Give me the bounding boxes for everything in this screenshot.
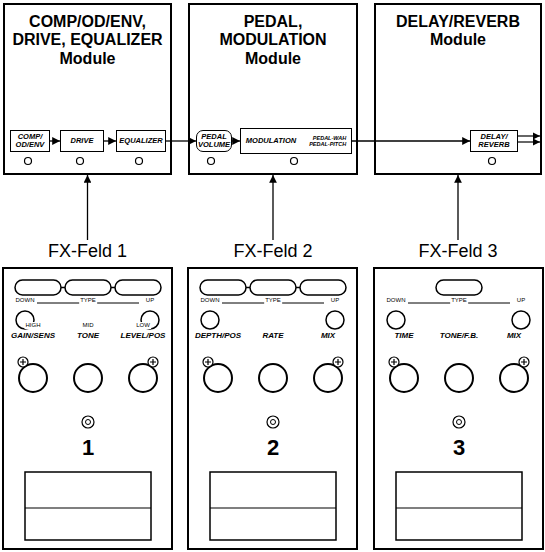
- block-label: EQUALIZER: [119, 137, 162, 145]
- fx-pedal-panel: FX-Feld 1 DOWN TYPE UP HIGH MID LOW GAIN/SENS TO…: [3, 240, 172, 550]
- signal-arrow: [104, 140, 116, 141]
- switch-label: TYPE: [79, 297, 97, 304]
- effect-block: DRIVE: [60, 130, 104, 152]
- block-sublabel: PEDAL-WAH PEDAL-PITCH: [302, 135, 346, 148]
- block-label: PEDAL VOLUME: [198, 133, 230, 150]
- panel-number: 2: [267, 436, 279, 460]
- knob-label: TONE/F.B.: [440, 332, 479, 341]
- signal-arrow: [352, 140, 470, 141]
- switch-label: UP: [330, 297, 340, 304]
- output-arrows: [516, 136, 540, 142]
- knob-label: RATE: [262, 332, 283, 341]
- module-box: COMP/OD/ENV, DRIVE, EQUALIZER ModuleCOMP…: [3, 3, 172, 175]
- knob-label: GAIN/SENS: [11, 332, 55, 341]
- pedal-3-drawing: [374, 268, 543, 549]
- effect-block: PEDAL VOLUME: [196, 130, 232, 152]
- knob-label: LEVEL/POS: [121, 332, 166, 341]
- fx-pedal-panel: FX-Feld 3 DOWN TYPE UP TIME TONE/F.B. MIX 3: [374, 240, 542, 550]
- effect-block: MODULATION PEDAL-WAH PEDAL-PITCH: [240, 128, 352, 154]
- block-label: MODULATION: [246, 137, 296, 145]
- knob-label: TONE: [77, 332, 99, 341]
- module-title: PEDAL, MODULATION Module: [197, 13, 349, 68]
- signal-arrow: [272, 175, 273, 240]
- knob-label: TIME: [394, 332, 413, 341]
- module-box: DELAY/REVERB ModuleDELAY/ REVERB: [374, 3, 542, 175]
- panel-heading: FX-Feld 2: [188, 242, 358, 262]
- switch-label: TYPE: [264, 297, 282, 304]
- panel-heading: FX-Feld 1: [3, 242, 172, 262]
- pedal-2-drawing: [188, 268, 357, 549]
- effect-block: EQUALIZER: [116, 130, 166, 152]
- switch-label: DOWN: [15, 297, 36, 304]
- switch-label: MID: [82, 322, 95, 329]
- block-label: DELAY/ REVERB: [474, 133, 514, 150]
- switch-label: HIGH: [25, 322, 42, 329]
- fx-pedal-panel: FX-Feld 2 DOWN TYPE UP DEPTH/POS RATE MIX 2: [188, 240, 358, 550]
- switch-label: TYPE: [450, 297, 468, 304]
- block-label: COMP/ OD/ENV: [14, 133, 46, 150]
- switch-label: DOWN: [386, 297, 407, 304]
- signal-arrow: [457, 175, 458, 240]
- effect-block: COMP/ OD/ENV: [10, 130, 50, 152]
- module-title: DELAY/REVERB Module: [382, 13, 534, 50]
- knob-label: MIX: [507, 332, 521, 341]
- panel-number: 1: [82, 436, 94, 460]
- switch-label: DOWN: [200, 297, 221, 304]
- effect-block: DELAY/ REVERB: [470, 130, 518, 152]
- knob-label: DEPTH/POS: [195, 332, 241, 341]
- switch-label: UP: [145, 297, 155, 304]
- pedal-1-drawing: [3, 268, 172, 549]
- signal-arrow: [232, 140, 240, 141]
- module-box: PEDAL, MODULATION ModulePEDAL VOLUME MODU…: [188, 3, 358, 175]
- switch-label: LOW: [135, 322, 151, 329]
- panel-heading: FX-Feld 3: [374, 242, 542, 262]
- panel-number: 3: [453, 436, 465, 460]
- signal-arrow: [50, 140, 60, 141]
- switch-label: UP: [516, 297, 526, 304]
- signal-arrow: [87, 175, 88, 240]
- block-label: DRIVE: [71, 137, 94, 145]
- knob-label: MIX: [321, 332, 335, 341]
- led-indicators: [25, 158, 496, 165]
- module-title: COMP/OD/ENV, DRIVE, EQUALIZER Module: [12, 13, 164, 68]
